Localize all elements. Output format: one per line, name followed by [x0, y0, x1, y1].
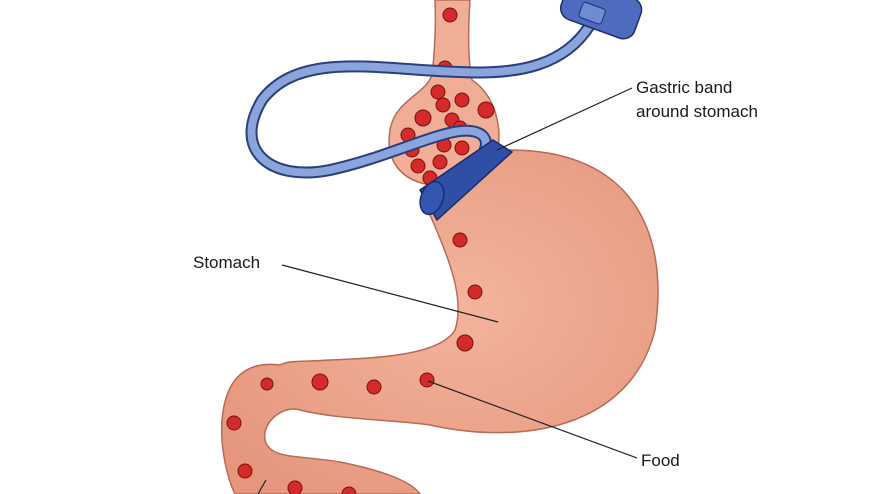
band-tube: [245, 19, 596, 202]
leader-gastric-band: [496, 87, 633, 151]
food-dot: [467, 284, 483, 300]
food-dot: [435, 97, 451, 113]
leader-partial: [257, 479, 267, 494]
food-dot: [410, 158, 426, 174]
food-dot: [430, 84, 446, 100]
food-dot: [414, 109, 432, 127]
leader-food: [427, 380, 638, 459]
food-dot: [477, 101, 495, 119]
label-gastric-band-line2: around stomach: [636, 102, 758, 121]
label-stomach: Stomach: [193, 253, 260, 272]
food-dot: [454, 92, 470, 108]
label-food: Food: [641, 451, 680, 470]
food-dot: [456, 334, 474, 352]
food-dot: [366, 379, 382, 395]
gastric-band: [419, 139, 514, 222]
food-dot: [311, 373, 329, 391]
stomach-body: [220, 149, 659, 494]
food-dot: [237, 463, 253, 479]
food-dot: [452, 232, 468, 248]
food-dot: [419, 372, 435, 388]
food-dot: [454, 140, 470, 156]
access-port: [559, 0, 643, 40]
food-dot: [432, 154, 448, 170]
label-gastric-band-line1: Gastric band: [636, 78, 732, 97]
food-dot: [287, 480, 303, 494]
leader-stomach: [281, 264, 499, 323]
food-dot: [260, 377, 274, 391]
food-dot: [341, 486, 357, 494]
food-dot: [442, 7, 458, 23]
food-dot: [226, 415, 242, 431]
leader-lines: [257, 87, 638, 494]
food-particles: [226, 7, 495, 494]
